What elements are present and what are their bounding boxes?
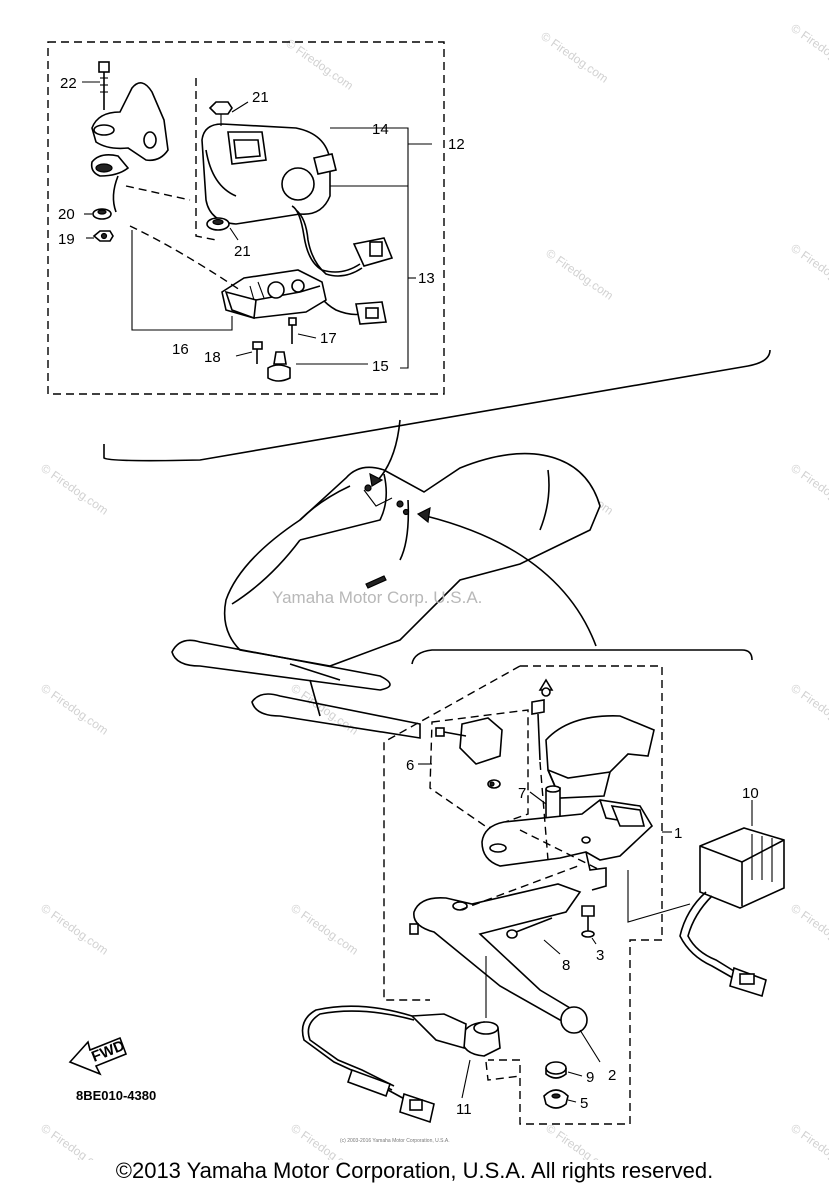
callout-5: 5 — [580, 1095, 588, 1112]
watermark: © Firedog.com — [788, 241, 829, 298]
location-arrows — [369, 419, 597, 647]
nut-21-upper — [208, 101, 233, 126]
sensor-unit — [679, 827, 785, 998]
switch-wire-harness — [291, 205, 394, 325]
callout-13: 13 — [418, 270, 435, 287]
upper-divider — [103, 349, 771, 462]
watermark: © Firedog.com — [538, 29, 611, 86]
lever-cover — [545, 715, 655, 799]
sleeve-7 — [545, 785, 561, 825]
screw-17 — [288, 317, 297, 344]
callout-2: 2 — [608, 1067, 616, 1084]
callout-11: 11 — [456, 1101, 472, 1118]
arrow-to-lever — [425, 515, 597, 647]
drawing-code: 8BE010-4380 — [76, 1088, 156, 1103]
callout-10: 10 — [742, 785, 759, 802]
callout-12: 12 — [448, 136, 465, 153]
lower-divider — [411, 649, 753, 665]
group-leaders-bottom — [418, 761, 753, 1103]
washer-9 — [545, 1061, 567, 1079]
throttle-switch — [301, 1005, 501, 1124]
callout-21: 21 — [252, 89, 269, 106]
watermark: © Firedog.com — [788, 461, 829, 518]
parts-diagram: © Firedog.com © Firedog.com © Firedog.co… — [38, 21, 829, 1160]
watermark: © Firedog.com — [543, 246, 616, 303]
throttle-lever-group — [301, 665, 785, 1125]
watermark: © Firedog.com — [38, 681, 111, 738]
callout-17: 17 — [320, 330, 337, 347]
center-watermark: Yamaha Motor Corp. U.S.A. — [272, 588, 482, 607]
arrow-to-switch — [375, 419, 401, 483]
watermark: © Firedog.com — [288, 901, 361, 958]
callout-18: 18 — [204, 349, 221, 366]
callout-21: 21 — [234, 243, 251, 260]
watermark: © Firedog.com — [788, 901, 829, 958]
nut-21-lower — [206, 217, 230, 231]
screw-8 — [506, 917, 553, 939]
bolt-22 — [98, 61, 110, 110]
nut-19 — [92, 230, 114, 242]
watermark: © Firedog.com — [38, 901, 111, 958]
group-box-bottom — [383, 665, 663, 1125]
screw-18 — [252, 341, 263, 364]
small-print: (c) 2003-2016 Yamaha Motor Corporation, … — [340, 1138, 450, 1144]
watermark: © Firedog.com — [788, 681, 829, 738]
stopper-assembly — [429, 709, 529, 829]
screw-15 — [267, 351, 291, 382]
switch-housing — [201, 123, 337, 225]
callout-16: 16 — [172, 341, 189, 358]
callout-1: 1 — [674, 825, 682, 842]
watermark: © Firedog.com — [283, 36, 356, 93]
callout-19: 19 — [58, 231, 75, 248]
watermark: © Firedog.com — [543, 1121, 616, 1160]
throttle-lever — [409, 883, 588, 1034]
snowmobile-outline — [171, 452, 601, 739]
screw-4 — [531, 678, 554, 761]
fwd-arrow-icon: FWD — [68, 1036, 127, 1076]
lever-bracket — [481, 799, 654, 891]
group-leaders-top — [82, 78, 432, 369]
switch-lower-body — [221, 269, 327, 320]
watermark: © Firedog.com — [788, 1121, 829, 1160]
nut-5 — [543, 1089, 569, 1109]
copyright-notice: ©2013 Yamaha Motor Corporation, U.S.A. A… — [115, 1158, 714, 1183]
handlebar-clamp — [90, 82, 169, 213]
nut-20 — [92, 208, 112, 220]
callout-15: 15 — [372, 358, 389, 375]
group-box-top — [47, 41, 445, 395]
watermark: © Firedog.com — [38, 1121, 111, 1160]
watermark: © Firedog.com — [38, 461, 111, 518]
callout-labels: 22 21 14 12 20 19 21 13 17 16 18 15 6 7 … — [58, 75, 759, 1118]
callout-8: 8 — [562, 957, 570, 974]
watermark: © Firedog.com — [788, 21, 829, 78]
callout-3: 3 — [596, 947, 604, 964]
switch-assembly-group — [47, 41, 445, 395]
callout-22: 22 — [60, 75, 77, 92]
callout-9: 9 — [586, 1069, 594, 1086]
callout-7: 7 — [518, 785, 526, 802]
callout-14: 14 — [372, 121, 389, 138]
callout-6: 6 — [406, 757, 414, 774]
callout-20: 20 — [58, 206, 75, 223]
screw-3 — [581, 905, 595, 938]
